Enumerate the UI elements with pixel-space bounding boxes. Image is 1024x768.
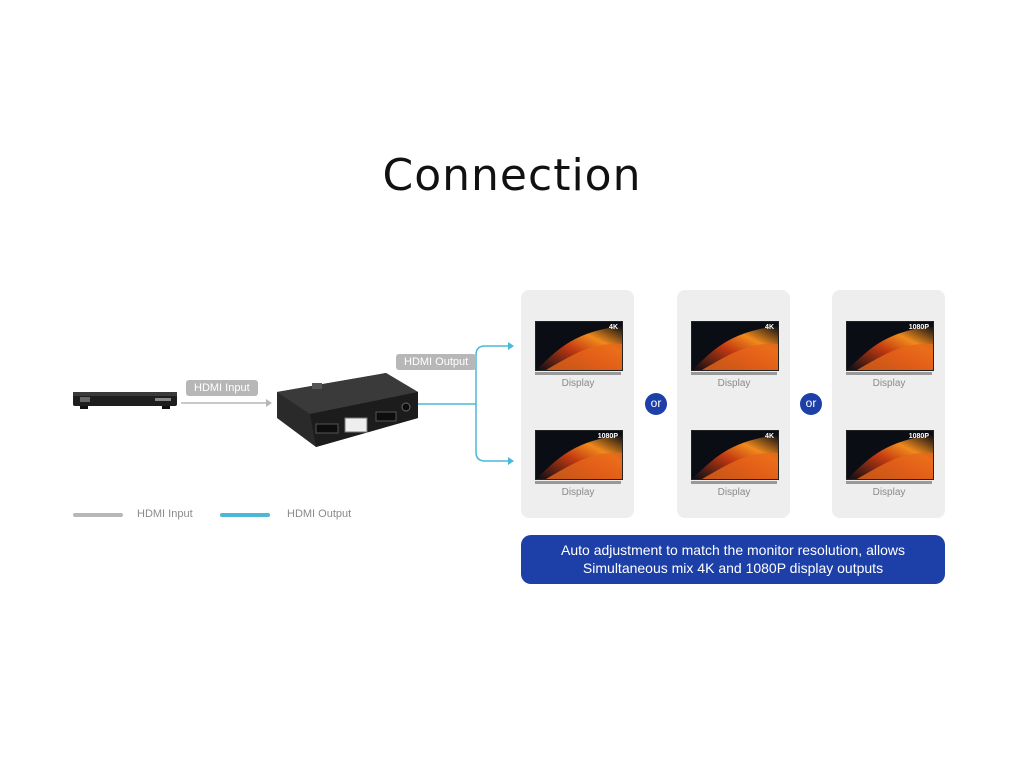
screen-wallpaper xyxy=(692,435,778,479)
legend-input-label: HDMI Input xyxy=(137,508,193,520)
output-branch-bottom xyxy=(475,404,508,462)
legend-input-swatch xyxy=(73,513,123,517)
resolution-badge: 1080P xyxy=(597,433,618,440)
output-branch-top xyxy=(475,345,508,404)
display-label: Display xyxy=(872,487,906,498)
output-arrow-bottom xyxy=(508,457,514,465)
tv-icon: 1080P Display xyxy=(846,321,934,389)
source-player-icon xyxy=(73,392,177,409)
display-panel-1: 4K Display 1080P Display xyxy=(521,290,634,518)
display-label: Display xyxy=(561,378,595,389)
tv-stand xyxy=(691,481,777,484)
resolution-badge: 1080P xyxy=(908,324,929,331)
display-panel-3: 1080P Display 1080P Display xyxy=(832,290,945,518)
display-label: Display xyxy=(717,487,751,498)
tv-stand xyxy=(846,481,932,484)
page-title: Connection xyxy=(382,150,642,201)
tv-screen: 4K xyxy=(535,321,623,371)
tv-stand xyxy=(691,372,777,375)
or-badge-2: or xyxy=(800,393,822,415)
display-label: Display xyxy=(717,378,751,389)
input-arrow xyxy=(266,399,272,407)
tv-screen: 1080P xyxy=(535,430,623,480)
screen-wallpaper xyxy=(692,326,778,370)
output-tag: HDMI Output xyxy=(396,354,477,370)
tv-icon: 1080P Display xyxy=(846,430,934,498)
display-panel-2: 4K Display 4K Display xyxy=(677,290,790,518)
resolution-badge: 4K xyxy=(765,433,774,440)
tv-icon: 1080P Display xyxy=(535,430,623,498)
tv-stand xyxy=(535,481,621,484)
hdmi-splitter-icon xyxy=(277,373,418,447)
tv-screen: 4K xyxy=(691,321,779,371)
legend-output-swatch xyxy=(220,513,270,517)
tv-screen: 1080P xyxy=(846,321,934,371)
banner-line-2: Simultaneous mix 4K and 1080P display ou… xyxy=(582,560,884,576)
resolution-banner: Auto adjustment to match the monitor res… xyxy=(521,535,945,584)
display-label: Display xyxy=(561,487,595,498)
resolution-badge: 4K xyxy=(609,324,618,331)
tv-screen: 4K xyxy=(691,430,779,480)
screen-wallpaper xyxy=(536,326,622,370)
tv-screen: 1080P xyxy=(846,430,934,480)
screen-wallpaper xyxy=(536,435,622,479)
screen-wallpaper xyxy=(847,435,933,479)
resolution-badge: 1080P xyxy=(908,433,929,440)
banner-line-1: Auto adjustment to match the monitor res… xyxy=(561,542,905,558)
screen-wallpaper xyxy=(847,326,933,370)
tv-icon: 4K Display xyxy=(691,430,779,498)
output-arrow-top xyxy=(508,342,514,350)
tv-stand xyxy=(846,372,932,375)
legend-output-label: HDMI Output xyxy=(287,508,352,520)
input-tag: HDMI Input xyxy=(186,380,258,396)
tv-icon: 4K Display xyxy=(535,321,623,389)
tv-icon: 4K Display xyxy=(691,321,779,389)
or-badge-1: or xyxy=(645,393,667,415)
resolution-badge: 4K xyxy=(765,324,774,331)
tv-stand xyxy=(535,372,621,375)
display-label: Display xyxy=(872,378,906,389)
